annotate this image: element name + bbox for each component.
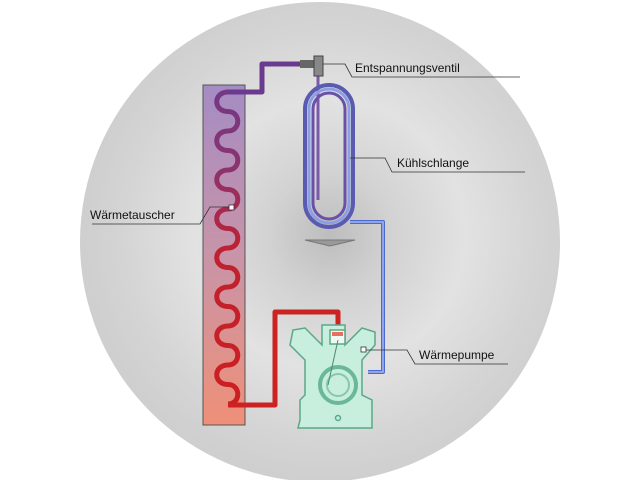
label-heat-exchanger: Wärmetauscher bbox=[90, 208, 175, 222]
expansion-valve bbox=[300, 55, 324, 77]
cold-air-arrow bbox=[304, 239, 356, 247]
leader-lines bbox=[92, 63, 525, 365]
heat-exchanger-panel bbox=[202, 84, 246, 426]
valve-to-exchanger-pipe bbox=[228, 61, 300, 95]
label-heat-pump: Wärmepumpe bbox=[419, 348, 495, 362]
hot-gas-pipe bbox=[228, 309, 341, 408]
cooling-coil bbox=[303, 62, 385, 374]
compressor bbox=[289, 324, 376, 429]
heat-exchanger-pipe bbox=[214, 89, 241, 407]
label-expansion-valve: Entspannungsventil bbox=[355, 61, 460, 75]
label-cooling-coil: Kühlschlange bbox=[397, 156, 470, 170]
